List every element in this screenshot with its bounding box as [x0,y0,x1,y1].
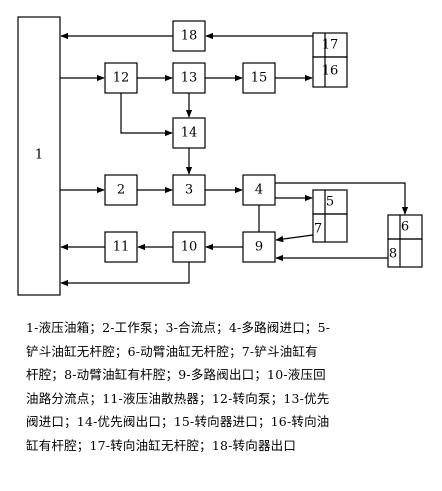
caption-line: 缸有杆腔；17-转向油缸无杆腔；18-转向器出口 [26,437,297,453]
caption-line: 阀进口；14-优先阀出口；15-转向器进口；16-转向油 [26,414,330,430]
box-16-label: 16 [322,64,339,79]
box-14-label: 14 [181,126,198,141]
box-3-label: 3 [185,183,193,198]
box-17-label: 17 [322,38,339,53]
box-1 [17,16,61,296]
arrow-7-9 [275,234,314,243]
box-5-label: 5 [326,195,334,210]
box-18-label: 18 [181,29,198,44]
caption-line: 油路分流点；11-液压油散热器；12-转向泵；13-优先 [26,390,330,406]
arrow-10-1 [60,262,190,287]
box-13-label: 13 [181,71,198,86]
box-7 [312,213,348,243]
box-6-label: 6 [401,220,409,235]
caption-line: 杆腔；8-动臂油缸有杆腔；9-多路阀出口；10-液压回 [26,367,326,383]
box-8-label: 8 [389,247,397,262]
caption-line: 铲斗油缸无杆腔；6-动臂油缸无杆腔；7-铲斗油缸有 [26,343,318,359]
arrow-12-14 [120,93,173,137]
box-8 [387,238,423,268]
caption-line: 1-液压油箱；2-工作泵；3-合流点；4-多路阀进口；5- [26,320,331,335]
hydraulic-flow-diagram: 1 2 3 4 5 6 7 8 9 10 11 12 13 14 15 16 1… [17,16,423,296]
arrow-4-6 [275,182,409,215]
box-4-label: 4 [255,183,263,198]
box-10-label: 10 [181,240,198,255]
figure-caption: 1-液压油箱；2-工作泵；3-合流点；4-多路阀进口；5- 铲斗油缸无杆腔；6-… [26,316,428,458]
box-15-label: 15 [251,71,268,86]
box-11-label: 11 [113,240,130,255]
box-12-label: 12 [113,71,130,86]
box-7-label: 7 [314,222,322,237]
box-2-label: 2 [117,183,125,198]
box-1-label: 1 [35,148,43,163]
box-9-label: 9 [255,240,263,255]
box-17 [312,32,348,58]
